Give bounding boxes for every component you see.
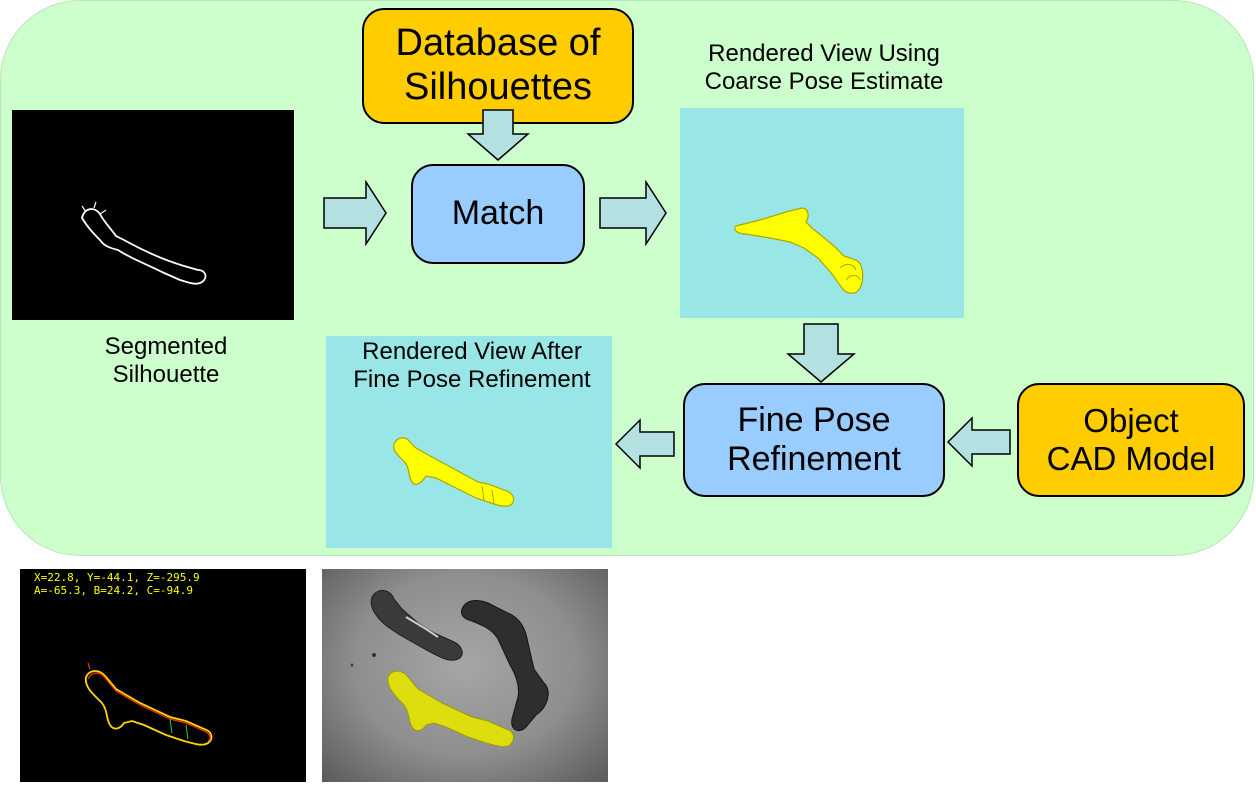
coarse-part-render (734, 207, 864, 294)
object-cad-model-box: Object CAD Model (1017, 383, 1245, 497)
fine-box-line1: Fine Pose (737, 400, 891, 439)
arrow-right-icon (323, 180, 387, 246)
coarse-caption-line1: Rendered View Using (708, 40, 940, 67)
fine-pose-refinement-box: Fine Pose Refinement (683, 383, 945, 497)
scene-photo-parts (350, 590, 549, 748)
segmented-caption-line1: Segmented (104, 333, 228, 360)
segmented-caption-line2: Silhouette (112, 360, 220, 388)
match-label: Match (451, 194, 545, 233)
fine-part-render (393, 437, 515, 507)
fine-render-caption: Rendered View After Fine Pose Refinement (322, 338, 622, 393)
coarse-render-caption: Rendered View Using Coarse Pose Estimate (660, 40, 988, 95)
pose-overlay-outline (84, 662, 213, 746)
arrow-down-icon (786, 323, 856, 383)
arrow-left-icon (614, 418, 675, 470)
coarse-caption-line2: Coarse Pose Estimate (704, 67, 944, 95)
coarse-render-image (680, 108, 964, 318)
pose-readout-line2: A=-65.3, B=24.2, C=-94.9 (34, 584, 193, 597)
segmented-silhouette-image (12, 110, 294, 320)
segmented-silhouette-caption: Segmented Silhouette (46, 333, 286, 388)
fine-render-image (326, 336, 612, 548)
fine-caption-line1: Rendered View After (362, 338, 582, 365)
cad-box-line2: CAD Model (1046, 440, 1216, 477)
pose-readout-line1: X=22.8, Y=-44.1, Z=-295.9 (34, 571, 200, 584)
cad-box-line1: Object (1083, 402, 1179, 440)
database-box-line1: Database of (395, 22, 601, 65)
pose-overlay-image (20, 569, 306, 782)
arrow-left-icon (946, 416, 1011, 468)
match-box: Match (411, 164, 585, 264)
fine-box-line2: Refinement (727, 440, 901, 478)
silhouette-outline (81, 201, 207, 285)
database-box-line2: Silhouettes (403, 66, 592, 108)
database-of-silhouettes-box: Database of Silhouettes (362, 8, 634, 124)
fine-caption-line2: Fine Pose Refinement (353, 365, 591, 393)
scene-photo-image (322, 569, 608, 782)
arrow-right-icon (599, 180, 667, 246)
arrow-down-icon (466, 109, 530, 161)
